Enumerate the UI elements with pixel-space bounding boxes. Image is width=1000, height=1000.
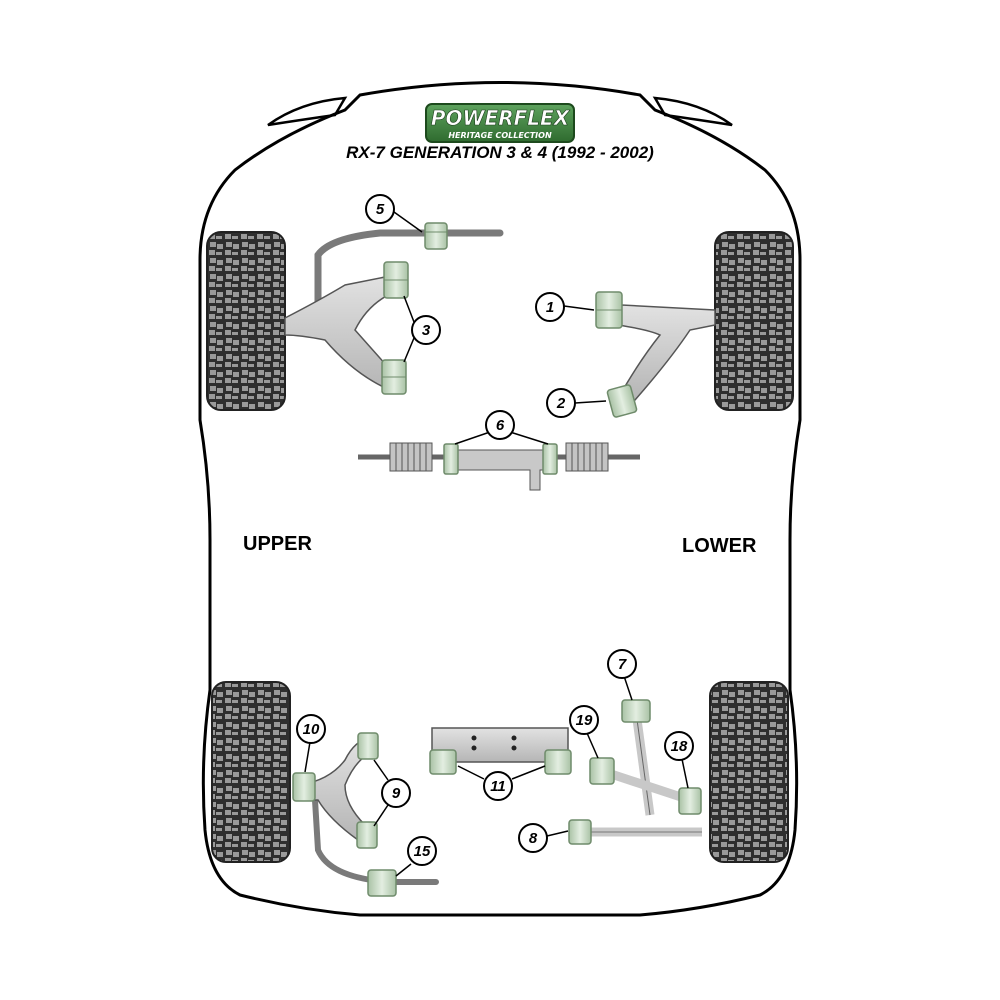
left-mirror: [267, 96, 348, 127]
bushing-9-lower: [356, 821, 378, 849]
rear-link-7: [631, 711, 655, 816]
logo-tagline: HERITAGE COLLECTION: [448, 131, 552, 140]
callout-6: 6: [485, 410, 515, 440]
callout-label: 8: [529, 830, 538, 847]
callout-2: 2: [546, 388, 576, 418]
diagram-title: RX-7 GENERATION 3 & 4 (1992 - 2002): [346, 143, 654, 162]
steering-rack: [358, 442, 640, 491]
callout-label: 6: [496, 417, 505, 434]
tyre-front-right: [714, 231, 794, 411]
callout-label: 3: [422, 322, 431, 339]
callout-19: 19: [569, 705, 599, 735]
bushing-5: [424, 222, 448, 250]
bushing-19: [589, 757, 615, 785]
bushing-1: [595, 291, 623, 329]
tyre-rear-left: [211, 681, 291, 863]
callout-label: 2: [556, 395, 566, 412]
bushing-15: [367, 869, 397, 897]
car-body-outline: [198, 81, 802, 917]
callout-5: 5: [365, 194, 395, 224]
callout-label: 7: [618, 656, 627, 673]
callout-1: 1: [535, 292, 565, 322]
callout-3: 3: [411, 315, 441, 345]
bushing-6-left: [443, 443, 459, 475]
rear-link-19-18: [603, 767, 692, 805]
callout-7: 7: [607, 649, 637, 679]
rear-upper-arm: [299, 737, 373, 842]
label-lower: LOWER: [682, 535, 757, 557]
tyre-front-left: [206, 231, 286, 411]
callout-label: 19: [576, 712, 593, 729]
bushing-9-upper: [357, 732, 379, 760]
callout-15: 15: [407, 836, 437, 866]
bushing-3-upper: [383, 261, 409, 299]
callout-18: 18: [664, 731, 694, 761]
callout-label: 18: [671, 738, 688, 755]
callout-label: 1: [546, 299, 554, 316]
callout-label: 9: [392, 785, 401, 802]
bushing-11-right: [544, 749, 572, 775]
callout-label: 15: [414, 843, 431, 860]
label-upper: UPPER: [243, 533, 312, 555]
powerflex-logo: POWERFLEX HERITAGE COLLECTION: [425, 103, 575, 143]
callout-label: 10: [303, 721, 320, 738]
bushing-3-lower: [381, 359, 407, 395]
callout-9: 9: [381, 778, 411, 808]
logo-brand: POWERFLEX: [431, 106, 571, 130]
tyre-rear-right: [709, 681, 789, 863]
bushing-2: [606, 384, 638, 418]
front-anti-roll-bar: [314, 229, 504, 334]
bushing-11-left: [429, 749, 457, 775]
bushing-18: [678, 787, 702, 815]
callout-label: 11: [490, 778, 506, 795]
callout-label: 5: [376, 201, 385, 218]
front-lower-arm: [617, 304, 716, 401]
right-mirror: [652, 96, 733, 127]
callout-leaders: [304, 211, 689, 877]
bushing-7: [621, 699, 651, 723]
callout-8: 8: [518, 823, 548, 853]
callout-11: 11: [483, 771, 513, 801]
bushing-6-right: [542, 443, 558, 475]
bushing-8: [568, 819, 592, 845]
callout-10: 10: [296, 714, 326, 744]
bushing-10: [292, 772, 316, 802]
